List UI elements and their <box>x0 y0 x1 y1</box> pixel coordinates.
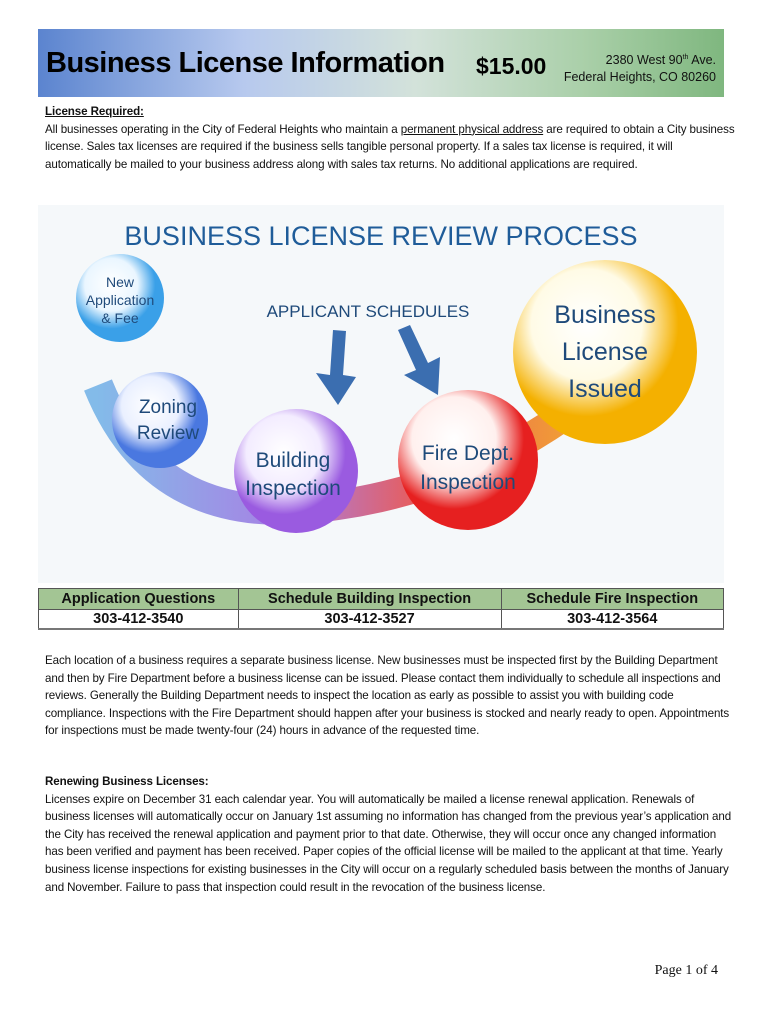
address-city: Federal Heights, CO 80260 <box>563 70 716 85</box>
license-required-text: All businesses operating in the City of … <box>45 121 735 174</box>
step-license-issued <box>513 260 697 444</box>
step-label: & Fee <box>101 310 139 326</box>
license-required-section: License Required: All businesses operati… <box>45 103 735 173</box>
license-fee: $15.00 <box>476 53 547 79</box>
step-label: Fire Dept. <box>422 442 514 465</box>
step-label: Zoning <box>139 397 197 418</box>
step-label: Application <box>86 292 155 308</box>
address-sup: th <box>682 54 689 61</box>
step-new-application <box>76 254 164 342</box>
arrow-down-icon <box>316 330 356 405</box>
page-number: Page 1 of 4 <box>654 963 718 978</box>
renewing-heading: Renewing Business Licenses: <box>45 775 209 788</box>
step-zoning-review <box>112 372 208 468</box>
contacts-phone-row: 303-412-3540 303-412-3527 303-412-3564 <box>38 609 725 630</box>
applicant-schedules-label: APPLICANT SCHEDULES <box>267 302 470 321</box>
header-banner: Business License Information $15.00 2380… <box>38 29 724 97</box>
page-title: Business License Information <box>46 47 445 79</box>
step-label: Inspection <box>420 471 516 494</box>
contact-header: Application Questions <box>38 588 239 610</box>
phone-number: 303-412-3564 <box>500 609 725 630</box>
address-street-end: Ave. <box>688 53 716 68</box>
contacts-table: Application Questions Schedule Building … <box>38 588 725 630</box>
text-part: All businesses operating in the City of … <box>45 122 401 136</box>
step-fire-inspection <box>398 390 538 530</box>
step-label: Inspection <box>245 477 341 500</box>
step-label: Issued <box>568 375 642 403</box>
diagram-title: BUSINESS LICENSE REVIEW PROCESS <box>124 221 637 251</box>
renewing-text: Licenses expire on December 31 each cale… <box>45 792 732 894</box>
contact-header: Schedule Building Inspection <box>237 588 502 610</box>
license-required-heading: License Required: <box>45 105 144 118</box>
inspections-text: Each location of a business requires a s… <box>45 654 730 738</box>
text-part: are required to obtain a City business l… <box>45 122 735 171</box>
address: 2380 West 90th Ave. Federal Heights, CO … <box>564 49 716 86</box>
permanent-address-term: permanent physical address <box>400 122 544 136</box>
step-label: New <box>106 274 135 290</box>
step-label: Building <box>256 449 331 472</box>
contacts-header-row: Application Questions Schedule Building … <box>38 588 725 610</box>
phone-number: 303-412-3527 <box>237 609 502 630</box>
phone-number: 303-412-3540 <box>38 609 239 630</box>
step-building-inspection <box>234 409 358 533</box>
renewing-section: Renewing Business Licenses: Licenses exp… <box>45 773 735 896</box>
address-street: 2380 West 90 <box>605 53 683 68</box>
arrow-down-icon <box>398 325 440 395</box>
step-label: Business <box>554 301 655 329</box>
step-label: License <box>562 338 648 366</box>
review-process-diagram: BUSINESS LICENSE REVIEW PROCESS APPLICAN… <box>38 205 724 583</box>
contact-header: Schedule Fire Inspection <box>500 588 725 610</box>
step-label: Review <box>137 423 200 444</box>
